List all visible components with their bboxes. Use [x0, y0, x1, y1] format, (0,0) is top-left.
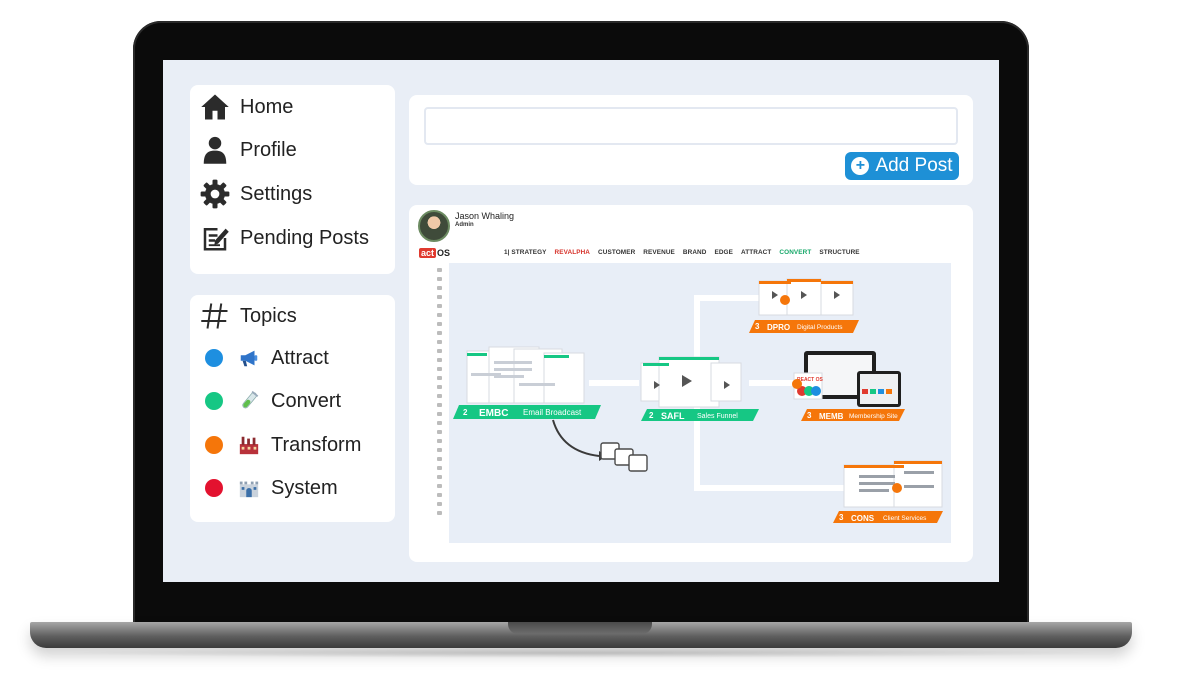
- topic-label: Attract: [271, 346, 329, 369]
- flow-node-safl: 2 SAFL Sales Funnel: [640, 356, 759, 421]
- svg-text:3: 3: [755, 322, 760, 331]
- factory-icon: [237, 433, 261, 457]
- mock-tab: REVENUE: [643, 249, 675, 256]
- svg-text:Membership Site: Membership Site: [849, 413, 898, 420]
- mock-tab: STRUCTURE: [819, 249, 860, 256]
- topic-color-dot: [205, 392, 223, 410]
- add-post-label: Add Post: [875, 155, 953, 176]
- topic-item-convert[interactable]: Convert: [205, 385, 341, 417]
- user-icon: [198, 133, 232, 167]
- plus-circle-icon: +: [851, 157, 870, 175]
- avatar[interactable]: [418, 210, 450, 242]
- nav-label: Settings: [240, 182, 313, 205]
- shopping-bag-icon: [600, 442, 648, 472]
- svg-text:CONS: CONS: [851, 514, 875, 523]
- edit-icon: [198, 221, 232, 255]
- svg-text:2: 2: [649, 411, 654, 420]
- topics-header: Topics: [198, 298, 297, 334]
- mock-tab: EDGE: [714, 249, 733, 256]
- svg-text:Sales Funnel: Sales Funnel: [697, 413, 738, 420]
- svg-text:2: 2: [463, 408, 468, 417]
- svg-text:EMBC: EMBC: [479, 408, 508, 419]
- svg-text:3: 3: [839, 513, 844, 522]
- flow-node-memb: REACT OS 3 MEMB Membership Site: [792, 351, 905, 421]
- flow-diagram: 2 EMBC Email Broadcast: [453, 278, 943, 523]
- megaphone-icon: [237, 346, 261, 370]
- topic-label: Convert: [271, 389, 342, 412]
- post-author-role: Admin: [455, 222, 474, 228]
- topic-item-transform[interactable]: Transform: [205, 429, 361, 461]
- mock-canvas: 2 EMBC Email Broadcast: [449, 263, 951, 543]
- mock-tab: BRAND: [682, 249, 707, 256]
- nav-label: Profile: [240, 138, 297, 161]
- nav-item-profile[interactable]: Profile: [198, 132, 297, 168]
- flow-node-dpro: 3 DPRO Digital Products: [749, 278, 859, 333]
- laptop-screen: Home Profile: [163, 60, 999, 582]
- svg-text:3: 3: [807, 411, 812, 420]
- home-icon: [198, 90, 232, 124]
- nav-label: Pending Posts: [240, 226, 369, 249]
- mock-tab: REVALPHA: [554, 249, 591, 256]
- mock-tab-bar: 1| STRATEGY REVALPHA CUSTOMER REVENUE BR…: [504, 249, 944, 263]
- topic-label: System: [271, 476, 338, 499]
- svg-text:REACT OS: REACT OS: [797, 377, 824, 383]
- topics-title: Topics: [240, 304, 297, 327]
- svg-text:MEMB: MEMB: [819, 412, 844, 421]
- topic-item-attract[interactable]: Attract: [205, 342, 329, 374]
- mock-sidebar: [433, 263, 445, 541]
- gear-icon: [198, 177, 232, 211]
- topic-color-dot: [205, 436, 223, 454]
- post-input[interactable]: [424, 107, 958, 145]
- topic-item-system[interactable]: System: [205, 472, 338, 504]
- castle-icon: [237, 476, 261, 500]
- flow-node-cons: 3 CONS Client Services: [833, 460, 943, 523]
- svg-text:Digital Products: Digital Products: [797, 324, 843, 331]
- mock-tab: ATTRACT: [741, 249, 772, 256]
- svg-text:SAFL: SAFL: [661, 411, 685, 421]
- topic-label: Transform: [271, 433, 362, 456]
- nav-item-home[interactable]: Home: [198, 89, 293, 125]
- add-post-button[interactable]: + Add Post: [845, 152, 959, 180]
- svg-text:DPRO: DPRO: [767, 323, 790, 332]
- svg-text:Client Services: Client Services: [883, 515, 927, 522]
- laptop-shadow: [60, 648, 1102, 658]
- hashtag-icon: [198, 299, 232, 333]
- mock-tab: CONVERT: [779, 249, 812, 256]
- test-tube-icon: [237, 389, 261, 413]
- nav-card: Home Profile: [190, 85, 395, 274]
- topic-color-dot: [205, 349, 223, 367]
- laptop-hinge-notch: [508, 622, 652, 634]
- flow-node-embc: 2 EMBC Email Broadcast: [453, 346, 601, 419]
- nav-item-settings[interactable]: Settings: [198, 176, 312, 212]
- nav-label: Home: [240, 95, 294, 118]
- mock-tab: CUSTOMER: [598, 249, 636, 256]
- topic-color-dot: [205, 479, 223, 497]
- topics-card: Topics Attract Convert Transform: [190, 295, 395, 522]
- svg-text:Email Broadcast: Email Broadcast: [523, 408, 582, 417]
- mock-tab: 1| STRATEGY: [504, 249, 547, 256]
- post-author[interactable]: Jason Whaling: [455, 211, 515, 221]
- composer-card: + Add Post: [409, 95, 973, 185]
- nav-item-pending-posts[interactable]: Pending Posts: [198, 220, 369, 256]
